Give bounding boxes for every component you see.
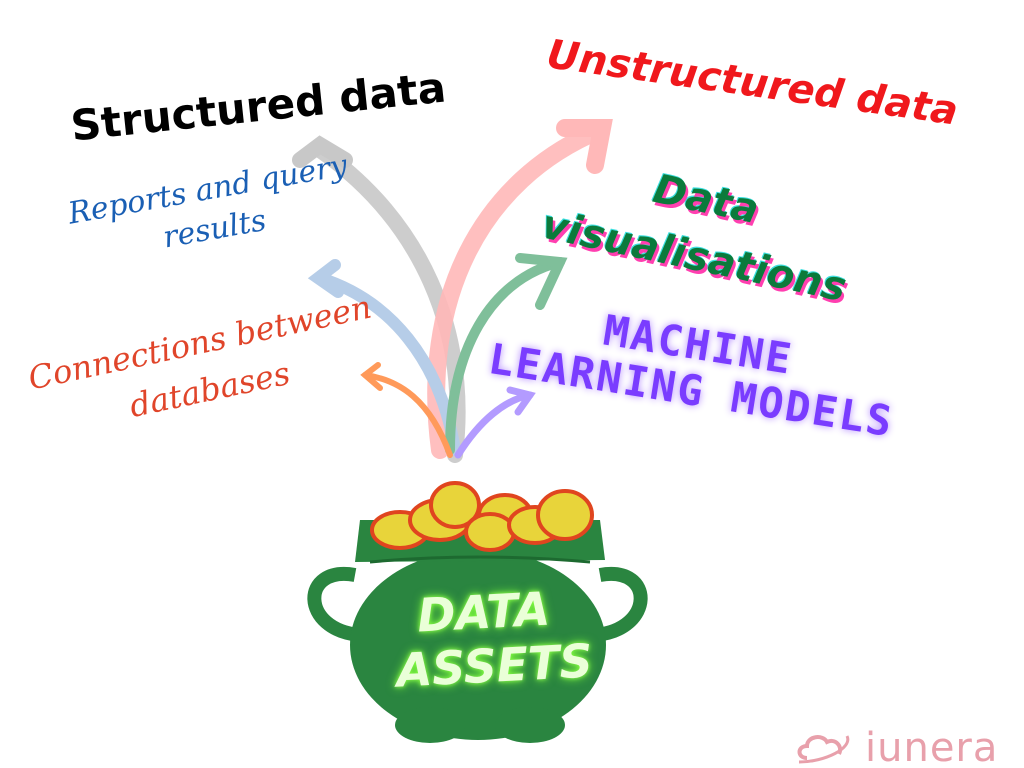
arrowhead-connections bbox=[360, 362, 383, 391]
data-assets-label: DATA ASSETS bbox=[392, 580, 594, 698]
arrow-dataviz bbox=[445, 257, 565, 455]
iunera-logo: iunera bbox=[795, 725, 998, 768]
arrowhead-structured bbox=[292, 135, 353, 168]
data-assets-line1: DATA bbox=[415, 581, 552, 643]
arrowhead-reports bbox=[307, 259, 344, 298]
pot-of-gold-icon bbox=[307, 481, 648, 743]
arrowhead-dataviz bbox=[515, 253, 568, 310]
arrowhead-unstructured bbox=[556, 119, 613, 174]
data-assets-line2: ASSETS bbox=[395, 633, 594, 698]
arrow-ml bbox=[454, 391, 534, 459]
cloud-orbit-icon bbox=[797, 735, 850, 764]
arrow-connections bbox=[362, 372, 453, 458]
logo-text: iunera bbox=[865, 725, 999, 768]
arrowhead-ml bbox=[506, 386, 536, 416]
